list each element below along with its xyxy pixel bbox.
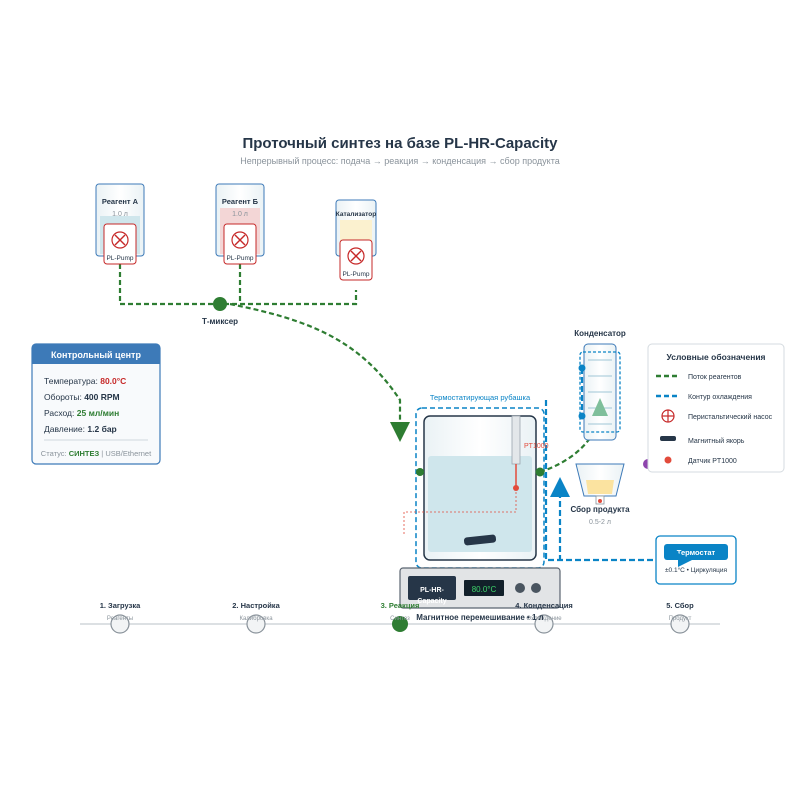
status-label: Статус: <box>41 449 69 458</box>
reactor: Термостатирующая рубашка PT1000 <box>403 393 549 569</box>
timeline-step-marker <box>246 614 266 634</box>
peristaltic-pump-icon <box>661 409 675 423</box>
sensor-label: PT1000 <box>524 443 549 450</box>
process-timeline: 1. Загрузка Реагенты 2. Настройка Калибр… <box>80 601 720 634</box>
control-center-header: Контрольный центр <box>51 350 141 360</box>
cooling-loop-lines <box>544 368 660 562</box>
legend-item-label: Перистальтический насос <box>688 413 773 421</box>
vessel-reagent-b: Реагент Б 1.0 л PL-Pump <box>215 183 265 265</box>
step-sub: Продукт <box>669 616 692 622</box>
step-sub: Калибровка <box>239 616 273 622</box>
thermostat-label: Термостат <box>677 548 716 557</box>
page-title: Проточный синтез на базе PL-HR-Capacity <box>242 135 558 152</box>
step-title: 3. Реакция <box>381 601 420 610</box>
legend-item-label: Магнитный якорь <box>688 437 745 445</box>
jacket-label: Термостатирующая рубашка <box>430 393 531 402</box>
step-sub: Охлаждение <box>526 616 562 622</box>
temperature-value: 80.0°C <box>100 376 126 386</box>
pump-label: PL-Pump <box>226 255 253 262</box>
condenser-inlet-node <box>578 364 586 372</box>
pressure-label: Давление: <box>44 424 87 434</box>
temperature-readout: Температура: 80.0°C <box>44 376 126 386</box>
vessel-catalyst: Катализатор PL-Pump <box>335 199 377 281</box>
rpm-value: 400 RPM <box>84 392 119 402</box>
pressure-value: 1.2 бар <box>87 424 116 434</box>
device-knob-1[interactable] <box>515 583 525 593</box>
magnetic-stir-bar <box>463 534 497 546</box>
device-label-2: Capacity <box>417 598 446 605</box>
device-display: 80.0°C <box>472 585 497 594</box>
vessel-name: Реагент А <box>102 197 139 206</box>
timeline-step-marker <box>534 614 554 634</box>
condenser-label: Конденсатор <box>574 329 626 338</box>
jacket-inlet-node <box>416 468 424 476</box>
vessel-volume: 1.0 л <box>232 211 248 218</box>
t-mixer-node <box>213 297 227 311</box>
peristaltic-pump-b[interactable]: PL-Pump <box>223 223 257 265</box>
device-knob-2[interactable] <box>531 583 541 593</box>
peristaltic-pump-a[interactable]: PL-Pump <box>103 223 137 265</box>
timeline-step-marker <box>670 614 690 634</box>
pump-label: PL-Pump <box>106 255 133 262</box>
vessel-volume: 1.0 л <box>112 211 128 218</box>
vessel-reagent-a: Реагент А 1.0 л PL-Pump <box>95 183 145 265</box>
step-title: 4. Конденсация <box>515 601 573 610</box>
timeline-step-marker <box>392 616 408 632</box>
legend-title: Условные обозначения <box>666 352 765 362</box>
stirring-label: Магнитное перемешивание • 1 л <box>416 613 544 622</box>
thermostat-info: ±0.1°C • Циркуляция <box>665 566 728 574</box>
status-extra: | USB/Ethernet <box>99 449 152 458</box>
legend-item-label: Датчик PT1000 <box>688 458 737 465</box>
product-collector: Сбор продукта 0.5-2 л <box>570 463 630 526</box>
timeline-step-marker <box>110 614 130 634</box>
rpm-readout: Обороты: 400 RPM <box>44 392 120 402</box>
step-title: 2. Настройка <box>232 601 280 610</box>
device-label-1: PL-HR- <box>420 587 444 594</box>
page-subtitle: Непрерывный процесс: подача → реакция → … <box>240 156 559 166</box>
legend-item-label: Поток реагентов <box>688 374 742 381</box>
condenser-outlet-node <box>578 412 586 420</box>
step-sub: Реагенты <box>107 616 133 622</box>
pt1000-sensor-icon <box>664 456 672 464</box>
sensor-cable <box>403 488 517 536</box>
flow-readout: Расход: 25 мл/мин <box>44 408 119 418</box>
reaction-liquid <box>428 456 532 552</box>
vessel-name: Реагент Б <box>222 197 259 206</box>
t-mixer-label: Т-миксер <box>202 317 238 326</box>
cooling-arrow-thermostat <box>678 553 692 567</box>
pt1000-probe <box>511 415 521 465</box>
status-value: СИНТЕЗ <box>69 449 100 458</box>
rpm-label: Обороты: <box>44 392 84 402</box>
flow-value: 25 мл/мин <box>77 408 120 418</box>
cooling-flow-arrow <box>550 477 570 497</box>
condenser: Конденсатор <box>574 329 626 441</box>
temperature-label: Температура: <box>44 376 100 386</box>
reagent-flow-arrow <box>390 422 410 442</box>
pump-label: PL-Pump <box>342 271 369 278</box>
thermostat-box: Термостат ±0.1°C • Циркуляция <box>655 535 737 585</box>
reactor-outlet-node <box>535 467 545 477</box>
step-title: 1. Загрузка <box>100 601 141 610</box>
collector-volume: 0.5-2 л <box>589 519 611 526</box>
collector-label: Сбор продукта <box>570 505 630 514</box>
legend-item-label: Контур охлаждения <box>688 394 752 401</box>
step-title: 5. Сбор <box>666 601 694 610</box>
step-sub: Синтез <box>390 616 410 622</box>
legend: Условные обозначения Поток реагентов Кон… <box>643 343 785 473</box>
status-line: Статус: СИНТЕЗ | USB/Ethernet <box>41 449 152 458</box>
flow-label: Расход: <box>44 408 77 418</box>
pl-hr-capacity-device: PL-HR- 80.0°C <box>399 567 561 609</box>
pressure-readout: Давление: 1.2 бар <box>44 424 117 434</box>
magnetic-stirrer-icon <box>660 436 676 441</box>
peristaltic-pump-catalyst[interactable]: PL-Pump <box>339 239 373 281</box>
control-center-panel: Контрольный центр Температура: 80.0°C Об… <box>31 343 161 465</box>
vessel-name: Катализатор <box>336 211 376 218</box>
